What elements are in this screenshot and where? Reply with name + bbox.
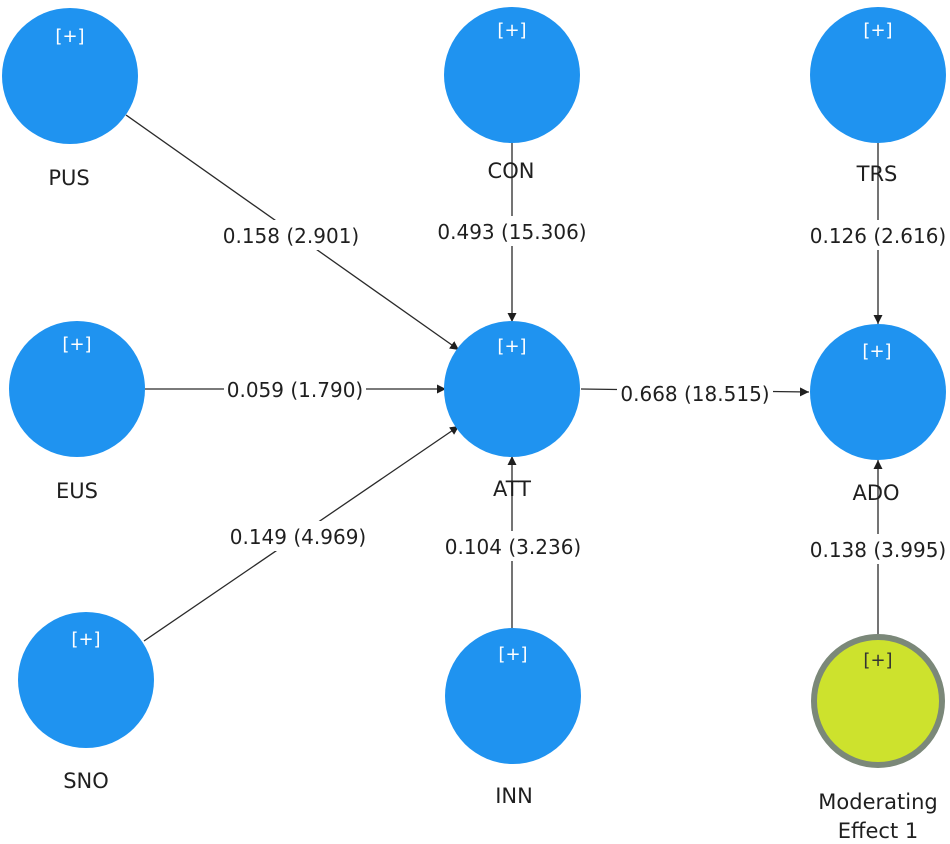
expand-icon[interactable]: [+] xyxy=(862,341,891,362)
node-inn[interactable]: [+] INN xyxy=(445,628,581,808)
expand-icon[interactable]: [+] xyxy=(863,20,892,41)
path-con-att-label: 0.493 (15.306) xyxy=(437,220,586,244)
node-ado[interactable]: [+] ADO xyxy=(810,324,946,505)
path-mod-ado-label-bg xyxy=(806,534,950,564)
node-ado-label: ADO xyxy=(852,481,899,505)
moderator-circle[interactable] xyxy=(811,634,945,768)
node-sno[interactable]: [+] SNO xyxy=(18,612,154,793)
path-sno-att-label-bg xyxy=(227,521,369,551)
construct-circle[interactable] xyxy=(444,7,580,143)
node-con-label: CON xyxy=(488,159,535,183)
node-moderating-label-line2: Effect 1 xyxy=(838,819,918,843)
node-eus-label: EUS xyxy=(56,479,98,503)
path-sno-att-label: 0.149 (4.969) xyxy=(230,525,366,549)
path-pus-att-label-bg xyxy=(220,220,362,250)
expand-icon[interactable]: [+] xyxy=(55,26,84,47)
construct-circle[interactable] xyxy=(18,612,154,748)
node-pus[interactable]: [+] PUS xyxy=(2,8,138,190)
node-moderating-effect[interactable]: [+] Moderating Effect 1 xyxy=(811,634,945,843)
construct-circle[interactable] xyxy=(444,321,580,457)
node-con[interactable]: [+] CON xyxy=(444,7,580,183)
expand-icon[interactable]: [+] xyxy=(863,650,892,671)
construct-circle[interactable] xyxy=(2,8,138,144)
construct-circle[interactable] xyxy=(810,324,946,460)
node-pus-label: PUS xyxy=(48,166,89,190)
node-trs-label: TRS xyxy=(856,162,898,186)
construct-circle[interactable] xyxy=(9,321,145,457)
path-inn-att-label: 0.104 (3.236) xyxy=(445,535,581,559)
node-inn-label: INN xyxy=(495,784,533,808)
path-inn-att-label-bg xyxy=(442,531,584,561)
path-pus-att-label: 0.158 (2.901) xyxy=(223,224,359,248)
node-eus[interactable]: [+] EUS xyxy=(9,321,145,503)
expand-icon[interactable]: [+] xyxy=(498,644,527,665)
node-att-label: ATT xyxy=(493,477,531,501)
expand-icon[interactable]: [+] xyxy=(71,629,100,650)
path-mod-ado-label: 0.138 (3.995) xyxy=(810,538,946,562)
node-sno-label: SNO xyxy=(63,769,109,793)
construct-circle[interactable] xyxy=(445,628,581,764)
expand-icon[interactable]: [+] xyxy=(497,20,526,41)
path-eus-att-label-bg xyxy=(224,374,366,404)
path-con-att-label-bg xyxy=(434,216,590,246)
node-trs[interactable]: [+] TRS xyxy=(810,7,946,186)
path-att-ado-label: 0.668 (18.515) xyxy=(620,382,769,406)
path-att-ado-label-bg xyxy=(617,378,773,408)
expand-icon[interactable]: [+] xyxy=(62,334,91,355)
path-eus-att-label: 0.059 (1.790) xyxy=(227,378,363,402)
construct-circle[interactable] xyxy=(810,7,946,143)
node-att[interactable]: [+] ATT xyxy=(444,321,580,501)
node-moderating-label-line1: Moderating xyxy=(818,790,937,814)
expand-icon[interactable]: [+] xyxy=(497,336,526,357)
path-trs-ado-label: 0.126 (2.616) xyxy=(810,224,946,248)
path-trs-ado-label-bg xyxy=(805,220,950,250)
